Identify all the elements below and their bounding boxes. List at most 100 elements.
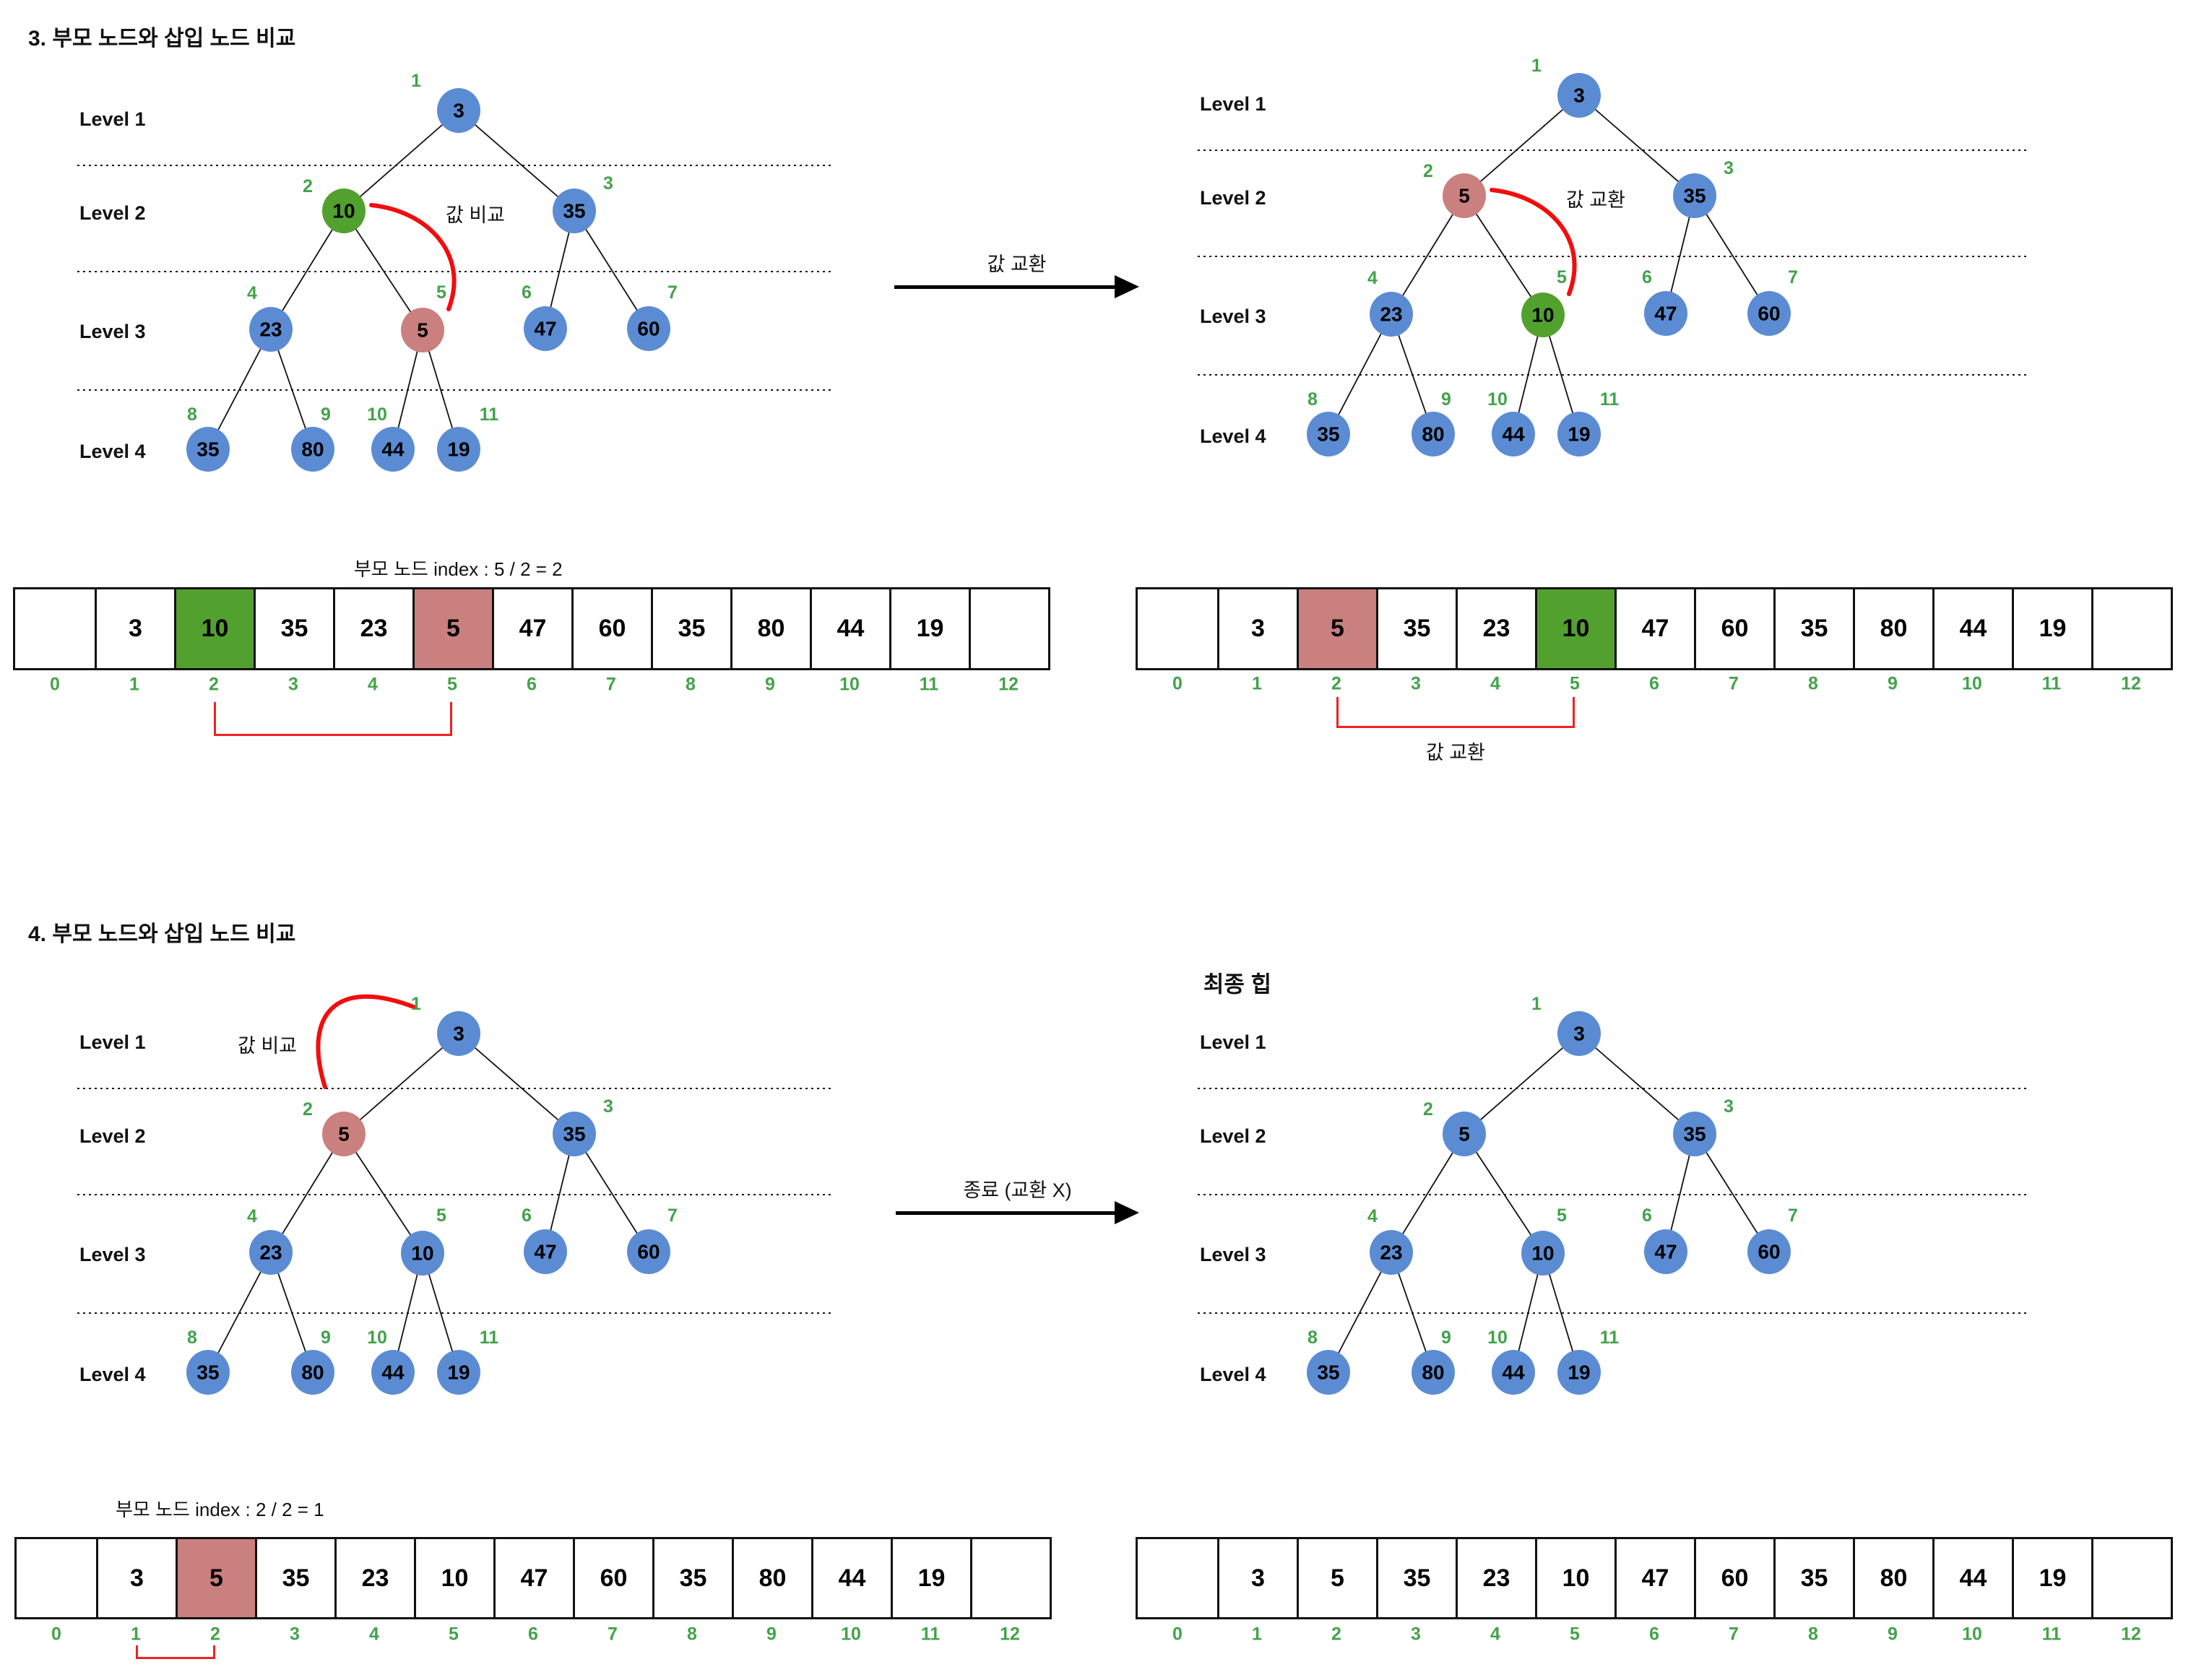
array-index-label: 0 [51, 1624, 61, 1645]
array-cell: 3 [95, 589, 174, 668]
array-index-label: 1 [1252, 1624, 1262, 1645]
arc-annotation-label: 값 교환 [1566, 189, 1625, 211]
tree-edge [1694, 1133, 1770, 1252]
tree-node [1492, 1350, 1535, 1395]
array-cell: 47 [1614, 1539, 1694, 1617]
tree-edge [270, 1133, 345, 1253]
tree-node-value: 19 [1568, 423, 1590, 446]
array-cell: 80 [1853, 589, 1932, 668]
array-cell: 44 [1932, 589, 2012, 668]
tree-node-value: 19 [1568, 1361, 1590, 1384]
step4-title: 4. 부모 노드와 삽입 노드 비교 [28, 922, 296, 946]
array-index-label: 0 [50, 674, 60, 695]
array-cell: 10 [1535, 589, 1614, 668]
array-cell [970, 1539, 1050, 1617]
tree-node-value: 10 [411, 1242, 433, 1265]
tree-edge [1464, 1033, 1580, 1135]
level-label: Level 4 [79, 1364, 146, 1385]
tree-node-value: 5 [1458, 1123, 1470, 1146]
array-index-label: 9 [1888, 1624, 1898, 1645]
array-cell: 60 [573, 1539, 652, 1617]
tree-node [553, 189, 596, 233]
array-cell: 35 [1376, 589, 1456, 668]
array-cell [1138, 589, 1217, 668]
tree-node-index: 9 [1441, 389, 1451, 410]
level-label: Level 2 [1200, 187, 1266, 209]
tree-edge [343, 1133, 423, 1254]
array-index-label: 8 [1808, 673, 1818, 694]
array-index-label: 0 [1172, 673, 1183, 694]
array-cell: 44 [810, 589, 889, 668]
tree-node-index: 11 [1600, 389, 1620, 410]
array-index-label: 8 [1808, 1624, 1818, 1645]
array-index-label: 12 [1000, 1624, 1020, 1645]
tree-node-value: 60 [637, 318, 660, 340]
tree-node [186, 1350, 230, 1395]
tree-node [437, 1350, 480, 1395]
tree-node-index: 7 [1788, 267, 1798, 287]
flow-arrow-line [896, 1211, 1118, 1215]
tree-node-value: 47 [534, 318, 556, 340]
array-index-label: 0 [1172, 1624, 1183, 1645]
tree-node-index: 5 [436, 1205, 446, 1226]
tree-node-index: 10 [1487, 1328, 1508, 1348]
step3-title: 3. 부모 노드와 삽입 노드 비교 [28, 27, 296, 51]
tree-node-index: 7 [1788, 1205, 1798, 1226]
array-cell: 47 [493, 1539, 573, 1617]
tree-node-value: 60 [637, 1241, 660, 1263]
tree-node [437, 88, 480, 133]
tree-node-value: 10 [332, 200, 355, 222]
array-caption: 부모 노드 index : 5 / 2 = 2 [354, 558, 563, 580]
tree-node-index: 2 [303, 1099, 313, 1120]
swap-bracket [1336, 697, 1575, 728]
array-cell: 60 [571, 589, 651, 668]
array-index-label: 10 [1962, 673, 1982, 694]
array-index-label: 12 [2121, 673, 2141, 694]
tree-node-index: 8 [187, 404, 197, 425]
tree-edge [270, 210, 345, 330]
array-index-label: 9 [765, 674, 775, 695]
level-label: Level 4 [79, 441, 146, 462]
tree-node [627, 1229, 670, 1274]
tree-node [371, 1350, 415, 1395]
flow-arrow-head [1115, 275, 1139, 298]
tree-node [1747, 291, 1791, 336]
array-cell: 80 [1853, 1539, 1932, 1617]
array-index-label: 10 [839, 674, 860, 695]
level-label: Level 2 [79, 1125, 146, 1147]
tree-node [401, 308, 444, 352]
tree-node [291, 427, 334, 472]
compare-arc [1490, 188, 1577, 296]
array-index-label: 2 [1331, 673, 1341, 694]
array-index-label: 1 [129, 674, 139, 695]
array-index-label: 9 [766, 1624, 777, 1645]
tree-node [1557, 73, 1601, 118]
tree-node-index: 3 [603, 173, 613, 194]
tree-node-index: 4 [247, 1206, 257, 1226]
tree-node-index: 4 [1367, 268, 1378, 288]
array-cell: 60 [1694, 589, 1773, 668]
array-index-label: 2 [210, 1624, 220, 1645]
array-cell: 19 [2012, 589, 2091, 668]
tree-node-value: 44 [381, 438, 405, 461]
swap-bracket [136, 1645, 215, 1659]
tree-node [401, 1231, 444, 1276]
tree-node-index: 6 [1642, 1205, 1652, 1226]
tree-edge [1328, 313, 1392, 435]
tree-node-value: 35 [1683, 1123, 1706, 1146]
tree-node-value: 3 [453, 1023, 464, 1045]
array-index-label: 5 [447, 674, 457, 695]
array-cell: 80 [730, 589, 810, 668]
tree-node-index: 1 [411, 71, 421, 91]
tree-node-index: 6 [522, 282, 532, 303]
tree-node-index: 9 [1441, 1328, 1451, 1348]
array-cell: 5 [1297, 589, 1376, 668]
tree-node [1492, 412, 1535, 456]
array-cell: 35 [255, 1539, 334, 1617]
tree-node-value: 47 [1654, 303, 1677, 325]
final-heap-title: 최종 힙 [1203, 971, 1272, 997]
tree-node-value: 35 [196, 438, 219, 461]
